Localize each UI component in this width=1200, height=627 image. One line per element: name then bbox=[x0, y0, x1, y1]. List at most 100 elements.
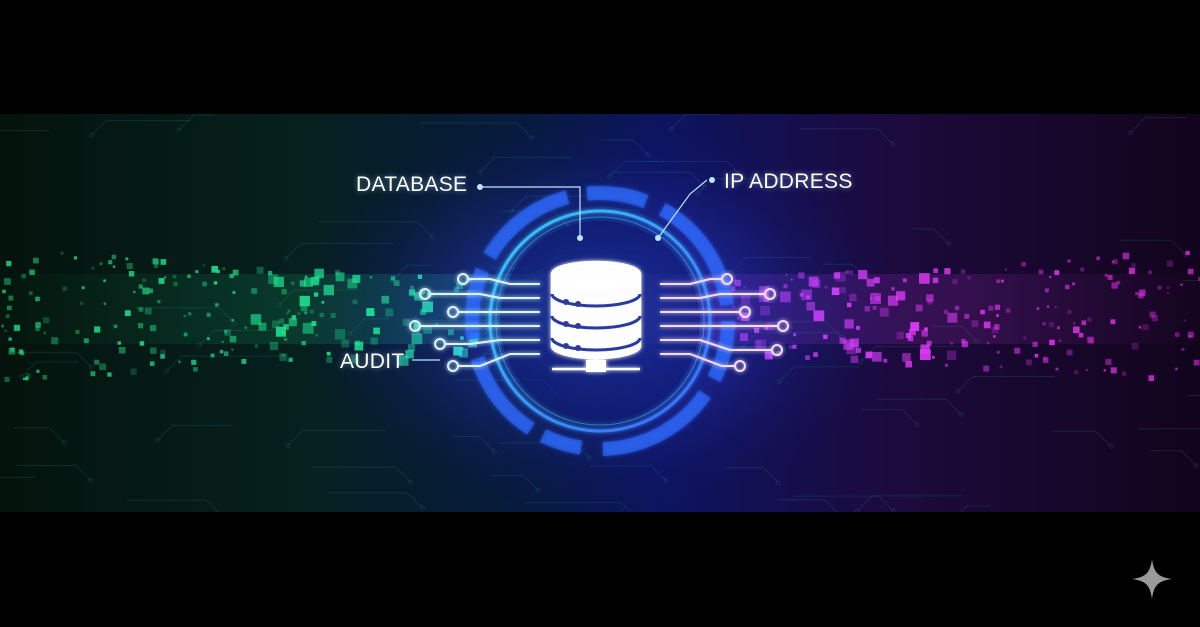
circuit-trace bbox=[0, 130, 50, 132]
data-particle bbox=[996, 314, 999, 317]
data-particle bbox=[422, 301, 433, 313]
data-particle bbox=[1135, 291, 1139, 296]
circuit-node bbox=[155, 437, 161, 443]
data-particle bbox=[118, 346, 126, 354]
data-particle bbox=[952, 279, 958, 285]
data-particle bbox=[734, 279, 741, 287]
circuit-trace bbox=[157, 424, 234, 441]
data-particle bbox=[1157, 285, 1162, 290]
data-particle bbox=[19, 349, 24, 354]
data-particle bbox=[152, 258, 159, 265]
data-particle bbox=[960, 269, 966, 274]
data-particle bbox=[1110, 319, 1116, 325]
data-particle bbox=[905, 360, 912, 368]
data-particle bbox=[737, 317, 740, 320]
data-particle bbox=[35, 322, 41, 328]
data-particle bbox=[288, 318, 297, 327]
data-particle bbox=[967, 276, 971, 280]
data-particle bbox=[1057, 326, 1060, 330]
data-particle bbox=[847, 302, 852, 308]
banner-artwork bbox=[0, 114, 1200, 512]
data-particle bbox=[393, 280, 400, 286]
data-particle bbox=[352, 299, 358, 305]
data-particle bbox=[1073, 326, 1080, 334]
data-particle bbox=[310, 277, 320, 286]
data-particle bbox=[1187, 331, 1194, 338]
data-particle bbox=[1085, 369, 1088, 372]
data-particle bbox=[1000, 279, 1004, 283]
data-particle bbox=[1174, 332, 1180, 337]
data-particle bbox=[8, 337, 12, 341]
data-particle bbox=[1151, 315, 1158, 322]
data-particle bbox=[813, 352, 818, 357]
circuit-node bbox=[176, 127, 182, 133]
data-particle bbox=[206, 312, 211, 317]
data-particle bbox=[191, 359, 197, 365]
data-particle bbox=[1103, 369, 1107, 372]
data-particle bbox=[902, 353, 911, 362]
data-particle bbox=[1032, 341, 1038, 347]
circuit-trace bbox=[16, 465, 92, 481]
data-particle bbox=[994, 304, 1001, 310]
circuit-node bbox=[858, 359, 864, 365]
data-particle bbox=[1042, 357, 1049, 363]
data-particle bbox=[1167, 260, 1174, 267]
data-particle bbox=[417, 331, 420, 335]
data-particle bbox=[90, 371, 96, 377]
data-particle bbox=[1004, 268, 1007, 271]
data-particle bbox=[268, 270, 273, 276]
data-particle bbox=[896, 291, 906, 301]
data-particle bbox=[4, 376, 10, 382]
data-particle bbox=[99, 262, 103, 266]
data-particle bbox=[232, 269, 239, 276]
data-particle bbox=[81, 286, 85, 290]
data-particle bbox=[1181, 347, 1185, 351]
data-particle bbox=[398, 355, 409, 366]
data-particle bbox=[222, 267, 226, 271]
data-particle bbox=[458, 348, 468, 358]
data-particle bbox=[43, 331, 46, 335]
data-particle bbox=[160, 349, 166, 355]
circuit-trace bbox=[502, 210, 570, 227]
data-particle bbox=[730, 286, 736, 291]
data-particle bbox=[164, 276, 166, 279]
data-particle bbox=[60, 252, 64, 255]
data-particle bbox=[1131, 342, 1139, 350]
data-particle bbox=[926, 294, 934, 302]
circuit-trace bbox=[524, 502, 632, 512]
data-particle bbox=[873, 277, 880, 284]
data-particle bbox=[195, 270, 199, 274]
label-database: DATABASE bbox=[356, 173, 468, 196]
data-particle bbox=[1026, 359, 1032, 366]
data-particle bbox=[126, 263, 133, 270]
circuit-node bbox=[955, 388, 961, 394]
circuit-node bbox=[61, 440, 67, 446]
data-particle bbox=[8, 347, 16, 355]
data-particle bbox=[1110, 367, 1117, 374]
circuit-trace bbox=[800, 128, 893, 145]
data-particle bbox=[7, 305, 12, 311]
data-particle bbox=[130, 368, 137, 375]
data-particle bbox=[926, 340, 932, 346]
data-particle bbox=[35, 326, 40, 331]
circuit-node bbox=[607, 173, 613, 179]
data-particle bbox=[124, 310, 131, 317]
data-particle bbox=[157, 300, 161, 304]
data-particle bbox=[309, 309, 314, 314]
data-particle bbox=[927, 299, 933, 305]
circuit-node bbox=[408, 479, 414, 485]
data-particle bbox=[1042, 322, 1046, 326]
data-particle bbox=[921, 330, 928, 337]
circuit-trace bbox=[601, 139, 649, 156]
data-particle bbox=[347, 278, 358, 289]
data-particle bbox=[1087, 336, 1094, 343]
data-particle bbox=[808, 276, 819, 287]
data-particle bbox=[304, 277, 313, 287]
sparkle-icon bbox=[1132, 559, 1172, 599]
data-particle bbox=[870, 293, 881, 304]
data-particle bbox=[924, 327, 928, 332]
data-particle bbox=[413, 321, 420, 327]
circuit-trace bbox=[726, 467, 779, 484]
data-particle bbox=[286, 312, 289, 315]
data-particle bbox=[1138, 325, 1142, 329]
